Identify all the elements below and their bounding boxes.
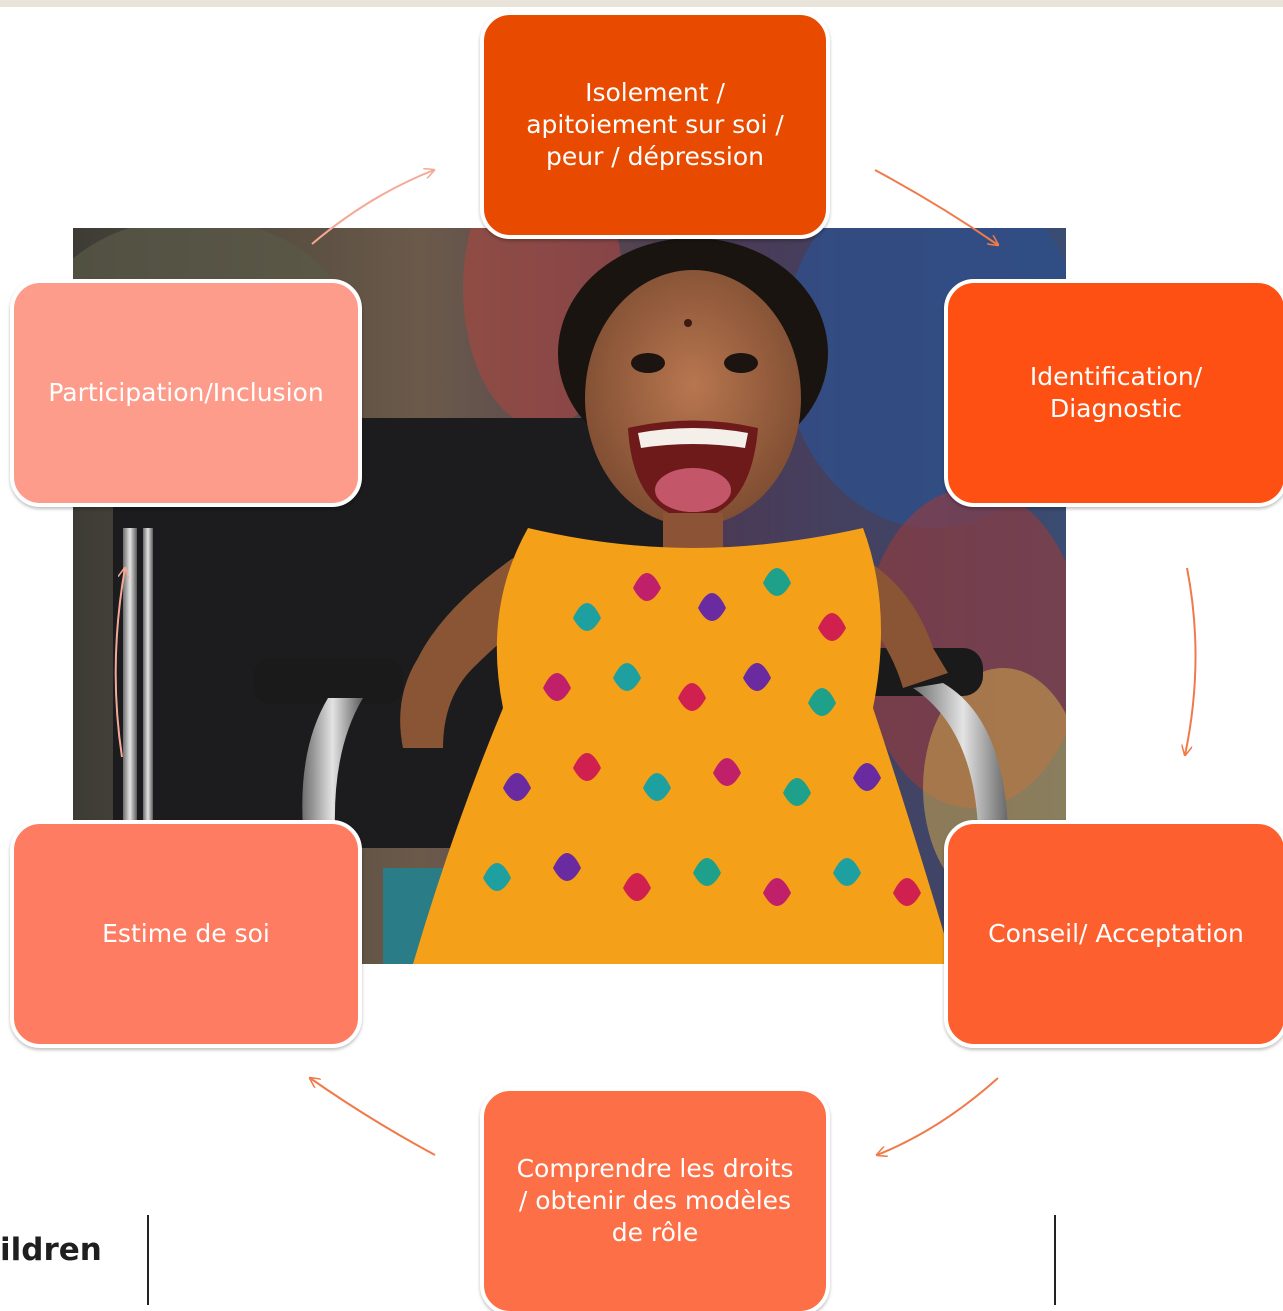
- footer-divider-right: [1054, 1215, 1056, 1305]
- node-conseil: Conseil/ Acceptation: [944, 820, 1283, 1048]
- footer-divider-left: [147, 1215, 149, 1305]
- node-conseil-label: Conseil/ Acceptation: [988, 919, 1244, 948]
- node-identification: Identification/ Diagnostic: [944, 279, 1283, 507]
- arrow-identification-to-conseil: [1185, 567, 1197, 755]
- node-estime: Estime de soi: [10, 820, 362, 1048]
- node-identification-label: Identification/ Diagnostic: [1029, 362, 1203, 423]
- node-isolement-label: Isolement / apitoiement sur soi / peur /…: [526, 78, 784, 171]
- node-participation-label: Participation/Inclusion: [48, 378, 324, 407]
- node-isolement: Isolement / apitoiement sur soi / peur /…: [480, 11, 830, 239]
- arrow-conseil-to-comprendre: [877, 1077, 999, 1155]
- node-participation: Participation/Inclusion: [10, 279, 362, 507]
- node-comprendre: Comprendre les droits / obtenir des modè…: [480, 1087, 830, 1311]
- node-estime-label: Estime de soi: [102, 919, 270, 948]
- arrow-comprendre-to-estime: [310, 1078, 436, 1156]
- node-comprendre-label: Comprendre les droits / obtenir des modè…: [516, 1154, 794, 1247]
- top-strip: [0, 0, 1283, 7]
- footer-logo-text: ildren: [0, 1232, 102, 1268]
